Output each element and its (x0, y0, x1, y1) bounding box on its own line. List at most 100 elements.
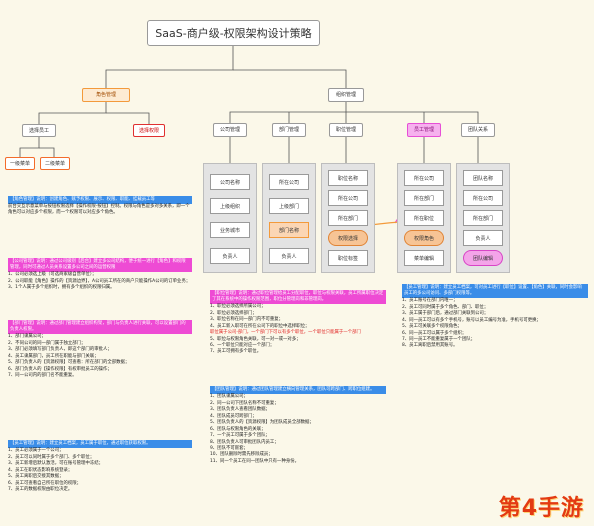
note-line: 1、职位必须选择所属公司； (210, 304, 266, 310)
select-employee-node: 选择员工 (22, 124, 56, 137)
note-line: 1、公司必须选上级（可选商家级自营单位）； (8, 272, 97, 278)
column-item: 业务城市 (210, 222, 250, 238)
note-line: 5、员工离职后交接其数据； (8, 474, 64, 480)
company-column: 公司名称 上级组织 业务城市 负责人 (203, 163, 257, 273)
note-line: 8、团队负责人可审批团队内员工； (210, 439, 279, 445)
note-role-management: 【角色管理】说明：创建角色、赋予权限、展示、权限、职能、挂载员工等 前台交互示意… (8, 196, 192, 217)
column-item: 上级组织 (210, 198, 250, 214)
note-line: 7、同一公司内的部门名不能重复。 (8, 373, 77, 378)
dept-management-node: 部门管理 (272, 123, 306, 137)
note-line: 1、部门隶属公司； (8, 334, 46, 340)
note-line: 2、不同公司的同一部门属于独立部门； (8, 340, 86, 346)
note-line: 2、员工可同时属于多个角色、部门、职位； (402, 304, 489, 310)
column-item: 所在部门 (328, 210, 368, 226)
column-item: 上级部门 (269, 198, 309, 214)
team-management-node: 团队关系 (461, 123, 495, 137)
note-line: 6、团队与权限角色的关联； (210, 426, 266, 432)
dept-column: 所在公司 上级部门 部门名称 负责人 (262, 163, 316, 273)
column-item: 负责人 (463, 230, 503, 246)
note-line: 3、员工新增后默认激活，可在账号管理中冻结； (8, 461, 103, 467)
note-line: 5、部门负责人的【资源权限】可查看：所在部门的全部数据； (8, 360, 130, 366)
org-management-node: 组织管理 (328, 88, 364, 102)
note-header: 【角色管理】说明：创建角色、赋予权限、展示、权限、职能、挂载员工等 (8, 196, 192, 204)
note-line: 5、团队负责人的【资源权限】为团队成员全部数据； (210, 420, 314, 426)
column-item: 负责人 (210, 248, 250, 264)
note-line: 11、同一个员工在同一团队中只有一种身份。 (210, 458, 300, 464)
employee-column: 所在公司 所在部门 所在职位 权限角色 菜单编辑 (397, 163, 451, 273)
note-header: 【团队管理】说明：通过团队管理建立横向管理关系，团队可跨部门、跨职位组建。 (210, 386, 386, 394)
team-column: 团队名称 所在公司 所在部门 负责人 团队编辑 (456, 163, 510, 273)
column-item: 权限角色 (404, 230, 444, 246)
note-line: 5、员工可关联多个权限角色； (402, 324, 462, 330)
note-line: 7、员工可拥有多个职位。 (210, 349, 262, 355)
column-item: 所在职位 (404, 210, 444, 226)
role-management-node: 角色管理 (82, 88, 130, 102)
note-line: 1、团队隶属公司； (210, 394, 248, 400)
select-permission-node: 选择权限 (133, 124, 165, 137)
note-employee-basic: 【员工管理】说明：建立员工档案，员工属于职位，通过职位获取权限。 1、员工必须属… (8, 440, 192, 494)
note-line: 4、团队成员可跨部门； (210, 413, 257, 419)
note-line: 4、员工隶属部门，员工所在职能与部门关联； (8, 353, 99, 359)
note-header: 【部门管理】说明：通过部门管理建立组织构架，部门与负责人进行关联，可以设置部门的… (8, 320, 192, 334)
note-line: 7、一个员工可属于多个团队； (210, 433, 270, 439)
column-item: 菜单编辑 (404, 250, 444, 266)
column-item: 职位标签 (328, 250, 368, 266)
column-item: 负责人 (269, 248, 309, 264)
note-highlight: 职位属于公司-部门，一个部门下可以有多个职位，一个职位只能属于一个部门 (210, 330, 361, 336)
position-column: 职位名称 所在公司 所在部门 权限选择 职位标签 (321, 163, 375, 273)
note-line: 9、团队不可嵌套； (210, 445, 248, 451)
note-line: 3、员工属于部门后，通过部门关联到公司； (402, 311, 489, 317)
diagram-title: SaaS-商户级-权限架构设计策略 (147, 20, 320, 46)
column-item: 所在公司 (404, 170, 444, 186)
site-watermark: 第4手游 (498, 496, 584, 521)
note-line: 2、职位必须选择部门； (210, 310, 257, 316)
note-line: 2、员工可以同时属于多个部门、多个职位； (8, 454, 95, 460)
note-line: 3、部门必须填写部门负责人，即这个部门的审批人； (8, 347, 112, 353)
company-management-node: 公司管理 (213, 123, 247, 137)
note-line: 1、员工必须属于一个公司； (8, 448, 64, 454)
note-line: 6、同一员工可以属于多个组织； (402, 330, 467, 336)
column-item: 所在公司 (269, 174, 309, 190)
note-line: 6、部门负责人的【操作权限】有权审批员工的操作； (8, 366, 112, 372)
column-item: 职位名称 (328, 170, 368, 186)
column-item: 团队编辑 (463, 250, 503, 266)
note-team-management: 【团队管理】说明：通过团队管理建立横向管理关系，团队可跨部门、跨职位组建。 1、… (210, 386, 386, 465)
note-line: 6、员工可查看自己所在职位的权限； (8, 480, 82, 486)
note-position-management: 【职位管理】说明：通过职位管理给员工分配职位，职位与权限关联，员工所属职位决定了… (210, 290, 386, 356)
note-line: 前台交互示意菜单与按钮权限选择【操作权限-按钮】控制。权限与角色是多对多关系，即… (8, 204, 190, 216)
column-item: 所在公司 (328, 190, 368, 206)
note-header: 【公司管理】说明：通过公司级别【后台】建立多公司结构，便于统一进行【角色】和权限… (8, 258, 192, 272)
note-line: 8、员工离职后禁用其账号。 (402, 343, 458, 349)
position-management-node: 职位管理 (329, 123, 363, 137)
note-line: 4、员工新入职可在所在公司下的职位中选择职位； (210, 323, 310, 329)
note-line: 3、职位名称在同一部门内不可重复； (210, 317, 284, 323)
note-line: 4、员工在职状态影响系统登录； (8, 467, 73, 473)
column-item: 团队名称 (463, 170, 503, 186)
column-item: 所在部门 (463, 210, 503, 226)
note-line: 5、职位与权限角色关联，可一对一或一对多； (210, 336, 301, 342)
column-item: 部门名称 (269, 222, 309, 238)
note-line: 2、同一公司下团队名称不可重复； (210, 400, 279, 406)
column-item: 所在部门 (404, 190, 444, 206)
level2-menu-node: 二级菜单 (40, 157, 70, 170)
note-line: 4、同一员工可以有多个手机号，账号以员工编号为准，手机号可更换； (402, 317, 541, 323)
note-header: 【员工管理】说明：建立员工档案，员工属于职位，通过职位获取权限。 (8, 440, 192, 448)
column-item: 公司名称 (210, 174, 250, 190)
note-line: 3、团队负责人查看团队数据； (210, 407, 270, 413)
note-header: 【职位管理】说明：通过职位管理给员工分配职位，职位与权限关联，员工所属职位决定了… (210, 290, 386, 304)
column-item: 权限选择 (328, 230, 368, 246)
note-dept-management: 【部门管理】说明：通过部门管理建立组织构架，部门与负责人进行关联，可以设置部门的… (8, 320, 192, 379)
note-line: 7、员工的数据权限由职位决定。 (8, 487, 73, 493)
note-line: 6、一个职位只能对应一个部门； (210, 343, 275, 348)
note-line: 2、公司职能【角色】操作的【资源边界】，A公司员工所在的商户只能操作A公司的订单… (8, 278, 191, 284)
note-line: 1、员工账号在部门内唯一； (402, 298, 458, 304)
note-line: 3、1个人属于多个组织时，拥有多个组织的权限归属。 (8, 285, 115, 291)
note-company-management: 【公司管理】说明：通过公司级别【后台】建立多公司结构，便于统一进行【角色】和权限… (8, 258, 192, 292)
note-line: 7、同一员工不能重复属于一个团队； (402, 337, 476, 342)
column-item: 所在公司 (463, 190, 503, 206)
note-line: 10、团队删除时需先移除成员； (210, 452, 273, 458)
employee-management-node: 员工管理 (407, 123, 441, 137)
note-header: 【员工管理】说明：建立员工档案，可对员工进行【职位】设置、【角色】关联，同时会影… (402, 284, 588, 298)
note-employee-management: 【员工管理】说明：建立员工档案，可对员工进行【职位】设置、【角色】关联，同时会影… (402, 284, 588, 350)
level1-menu-node: 一级菜单 (5, 157, 35, 170)
